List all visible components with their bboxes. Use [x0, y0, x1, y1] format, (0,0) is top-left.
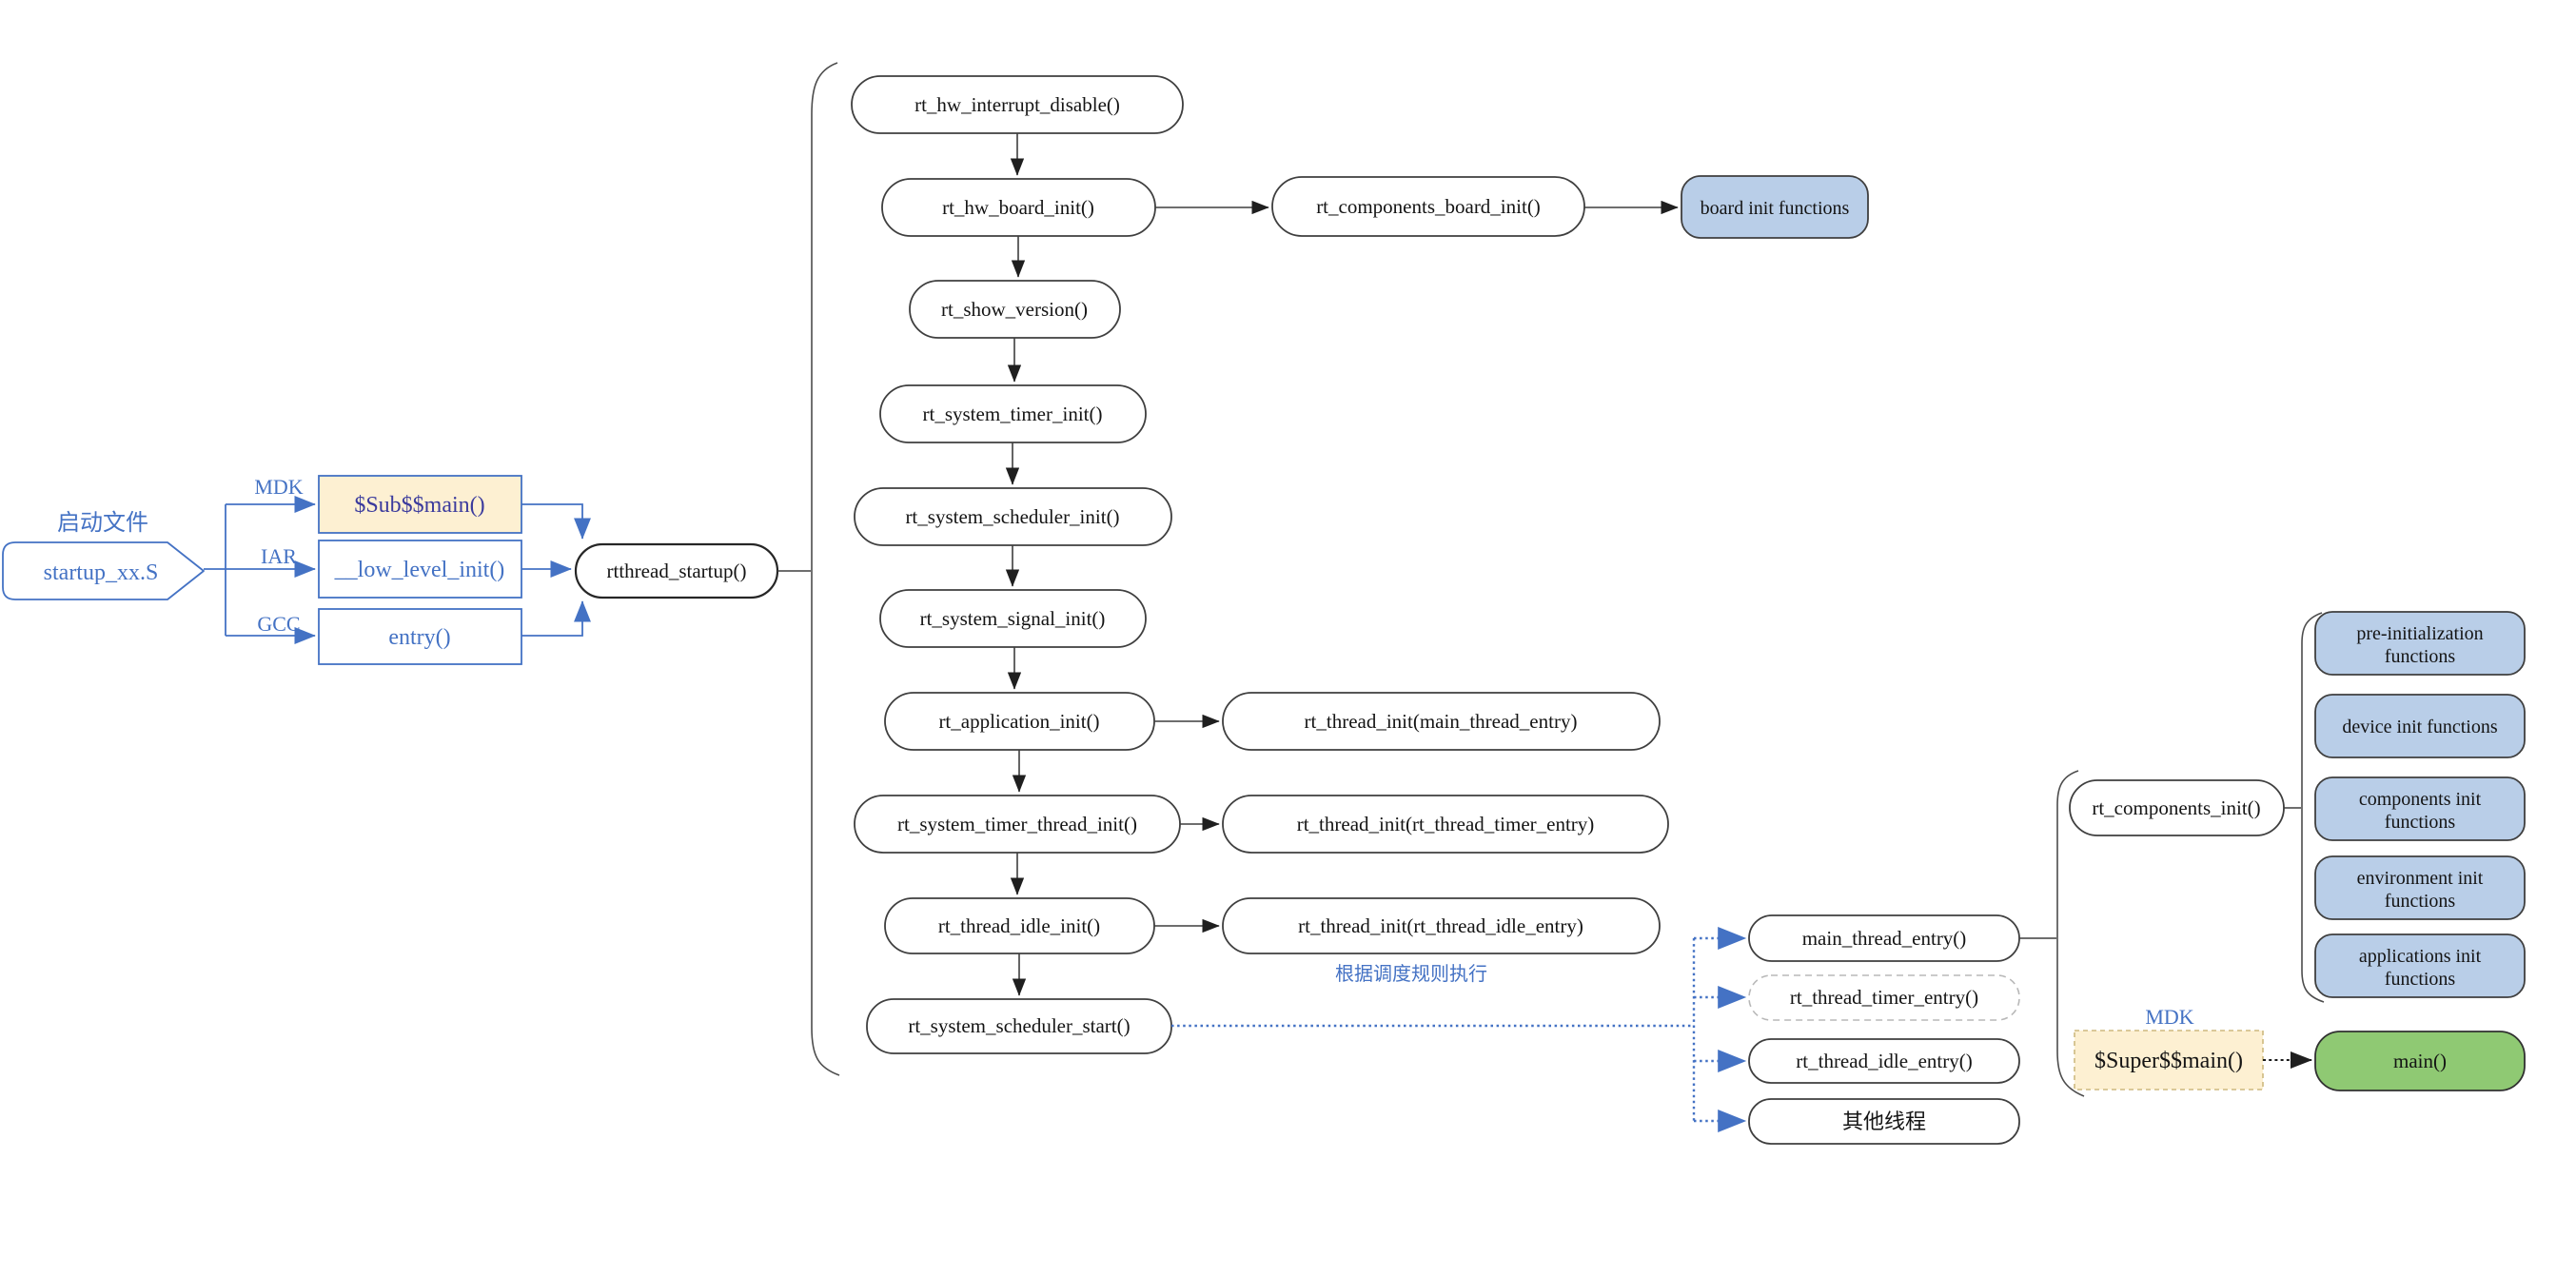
- startup-file-shape: [2, 541, 205, 600]
- startup-sequence-chain: rt_hw_interrupt_disable() rt_hw_board_in…: [851, 75, 1184, 1054]
- schedule-rule-note: 根据调度规则执行: [1335, 963, 1487, 985]
- node-low-level-init-box: [318, 540, 522, 599]
- node-rt-system-scheduler-start-label: rt_system_scheduler_start(): [908, 1014, 1130, 1037]
- scheduler-dispatch: 根据调度规则执行 main_thread_entry() rt_thread_t…: [1171, 914, 2020, 1145]
- node-board-init-functions-box: [1681, 175, 1869, 239]
- thread-init-branches: rt_thread_init(main_thread_entry) rt_thr…: [1154, 692, 1669, 954]
- main-thread-brace: [2056, 770, 2085, 1097]
- node-other-threads-label: 其他线程: [1842, 1110, 1926, 1133]
- node-rt-thread-idle-init-label: rt_thread_idle_init(): [938, 914, 1100, 937]
- node-rt-system-signal-init-label: rt_system_signal_init(): [920, 607, 1106, 630]
- node-low-level-init-label: __low_level_init(): [334, 558, 505, 582]
- startup-sequence-brace: [777, 62, 840, 1076]
- node-rt-thread-init-timer-label: rt_thread_init(rt_thread_timer_entry): [1297, 813, 1595, 835]
- toolchain-mdk-label: MDK: [254, 475, 303, 499]
- node-rt-thread-idle-entry-box: [1748, 1038, 2020, 1084]
- node-sub-main-label: $Sub$$main(): [354, 493, 484, 518]
- startup-file-label: startup_xx.S: [44, 560, 159, 585]
- node-entry-label: entry(): [388, 625, 450, 650]
- sub-main-to-startup-arrow: [521, 503, 591, 540]
- startup-cluster: 启动文件 startup_xx.S MDK IAR GCC $Sub$$main…: [2, 475, 779, 665]
- node-other-threads-box: [1748, 1098, 2020, 1145]
- node-rt-system-scheduler-init-label: rt_system_scheduler_init(): [905, 505, 1119, 528]
- node-main-label: main(): [2393, 1050, 2447, 1072]
- node-rt-hw-board-init-label: rt_hw_board_init(): [942, 196, 1094, 219]
- node-rt-thread-init-idle-box: [1222, 897, 1661, 954]
- toolchain-gcc-label: GCC: [257, 612, 300, 636]
- entry-to-startup-arrow: [521, 600, 591, 637]
- node-environment-init-functions-box: [2314, 855, 2526, 920]
- node-board-init-functions-label: board init functions: [1701, 198, 1850, 219]
- node-rt-thread-timer-entry-label: rt_thread_timer_entry(): [1790, 986, 1978, 1009]
- node-rt-thread-timer-entry-box: [1748, 974, 2020, 1021]
- node-applications-init-functions-box: [2314, 933, 2526, 998]
- node-device-init-functions-label: device init functions: [2342, 717, 2498, 737]
- node-device-init-functions-box: [2314, 694, 2526, 758]
- init-groups-brace: [2301, 612, 2325, 1003]
- node-main-box: [2314, 1031, 2526, 1091]
- node-rt-components-board-init-label: rt_components_board_init(): [1316, 195, 1541, 218]
- node-rt-show-version-label: rt_show_version(): [941, 298, 1088, 321]
- node-pre-initialization-functions-box: [2314, 611, 2526, 676]
- node-components-init-functions-box: [2314, 776, 2526, 841]
- node-super-main-label: $Super$$main(): [2094, 1049, 2243, 1073]
- big-brace: [811, 62, 840, 1076]
- node-sub-main-box: [318, 475, 522, 534]
- node-rt-system-timer-init-label: rt_system_timer_init(): [923, 403, 1103, 425]
- node-rt-thread-init-idle-label: rt_thread_init(rt_thread_idle_entry): [1298, 914, 1583, 937]
- mdk-label-super-main: MDK: [2145, 1005, 2193, 1029]
- node-main-thread-entry-label: main_thread_entry(): [1802, 927, 1967, 950]
- node-rt-thread-init-timer-box: [1222, 795, 1669, 854]
- node-rt-system-signal-init-box: [879, 589, 1147, 648]
- node-rt-components-board-init-box: [1271, 176, 1585, 237]
- node-rt-thread-idle-entry-label: rt_thread_idle_entry(): [1796, 1050, 1972, 1072]
- node-rt-thread-init-main-label: rt_thread_init(main_thread_entry): [1305, 710, 1578, 733]
- toolchain-iar-label: IAR: [261, 544, 297, 568]
- node-rt-hw-interrupt-disable-label: rt_hw_interrupt_disable(): [914, 93, 1120, 116]
- board-init-branch: rt_components_board_init() board init fu…: [1155, 175, 1869, 239]
- node-entry-box: [318, 608, 522, 665]
- node-rtthread-startup-label: rtthread_startup(): [607, 560, 747, 582]
- node-rt-system-timer-thread-init-label: rt_system_timer_thread_init(): [897, 813, 1137, 835]
- node-rt-application-init-label: rt_application_init(): [938, 710, 1099, 733]
- node-rt-components-init-label: rt_components_init(): [2092, 796, 2260, 819]
- startup-file-caption: 启动文件: [57, 510, 148, 536]
- node-rt-thread-init-main-box: [1222, 692, 1661, 751]
